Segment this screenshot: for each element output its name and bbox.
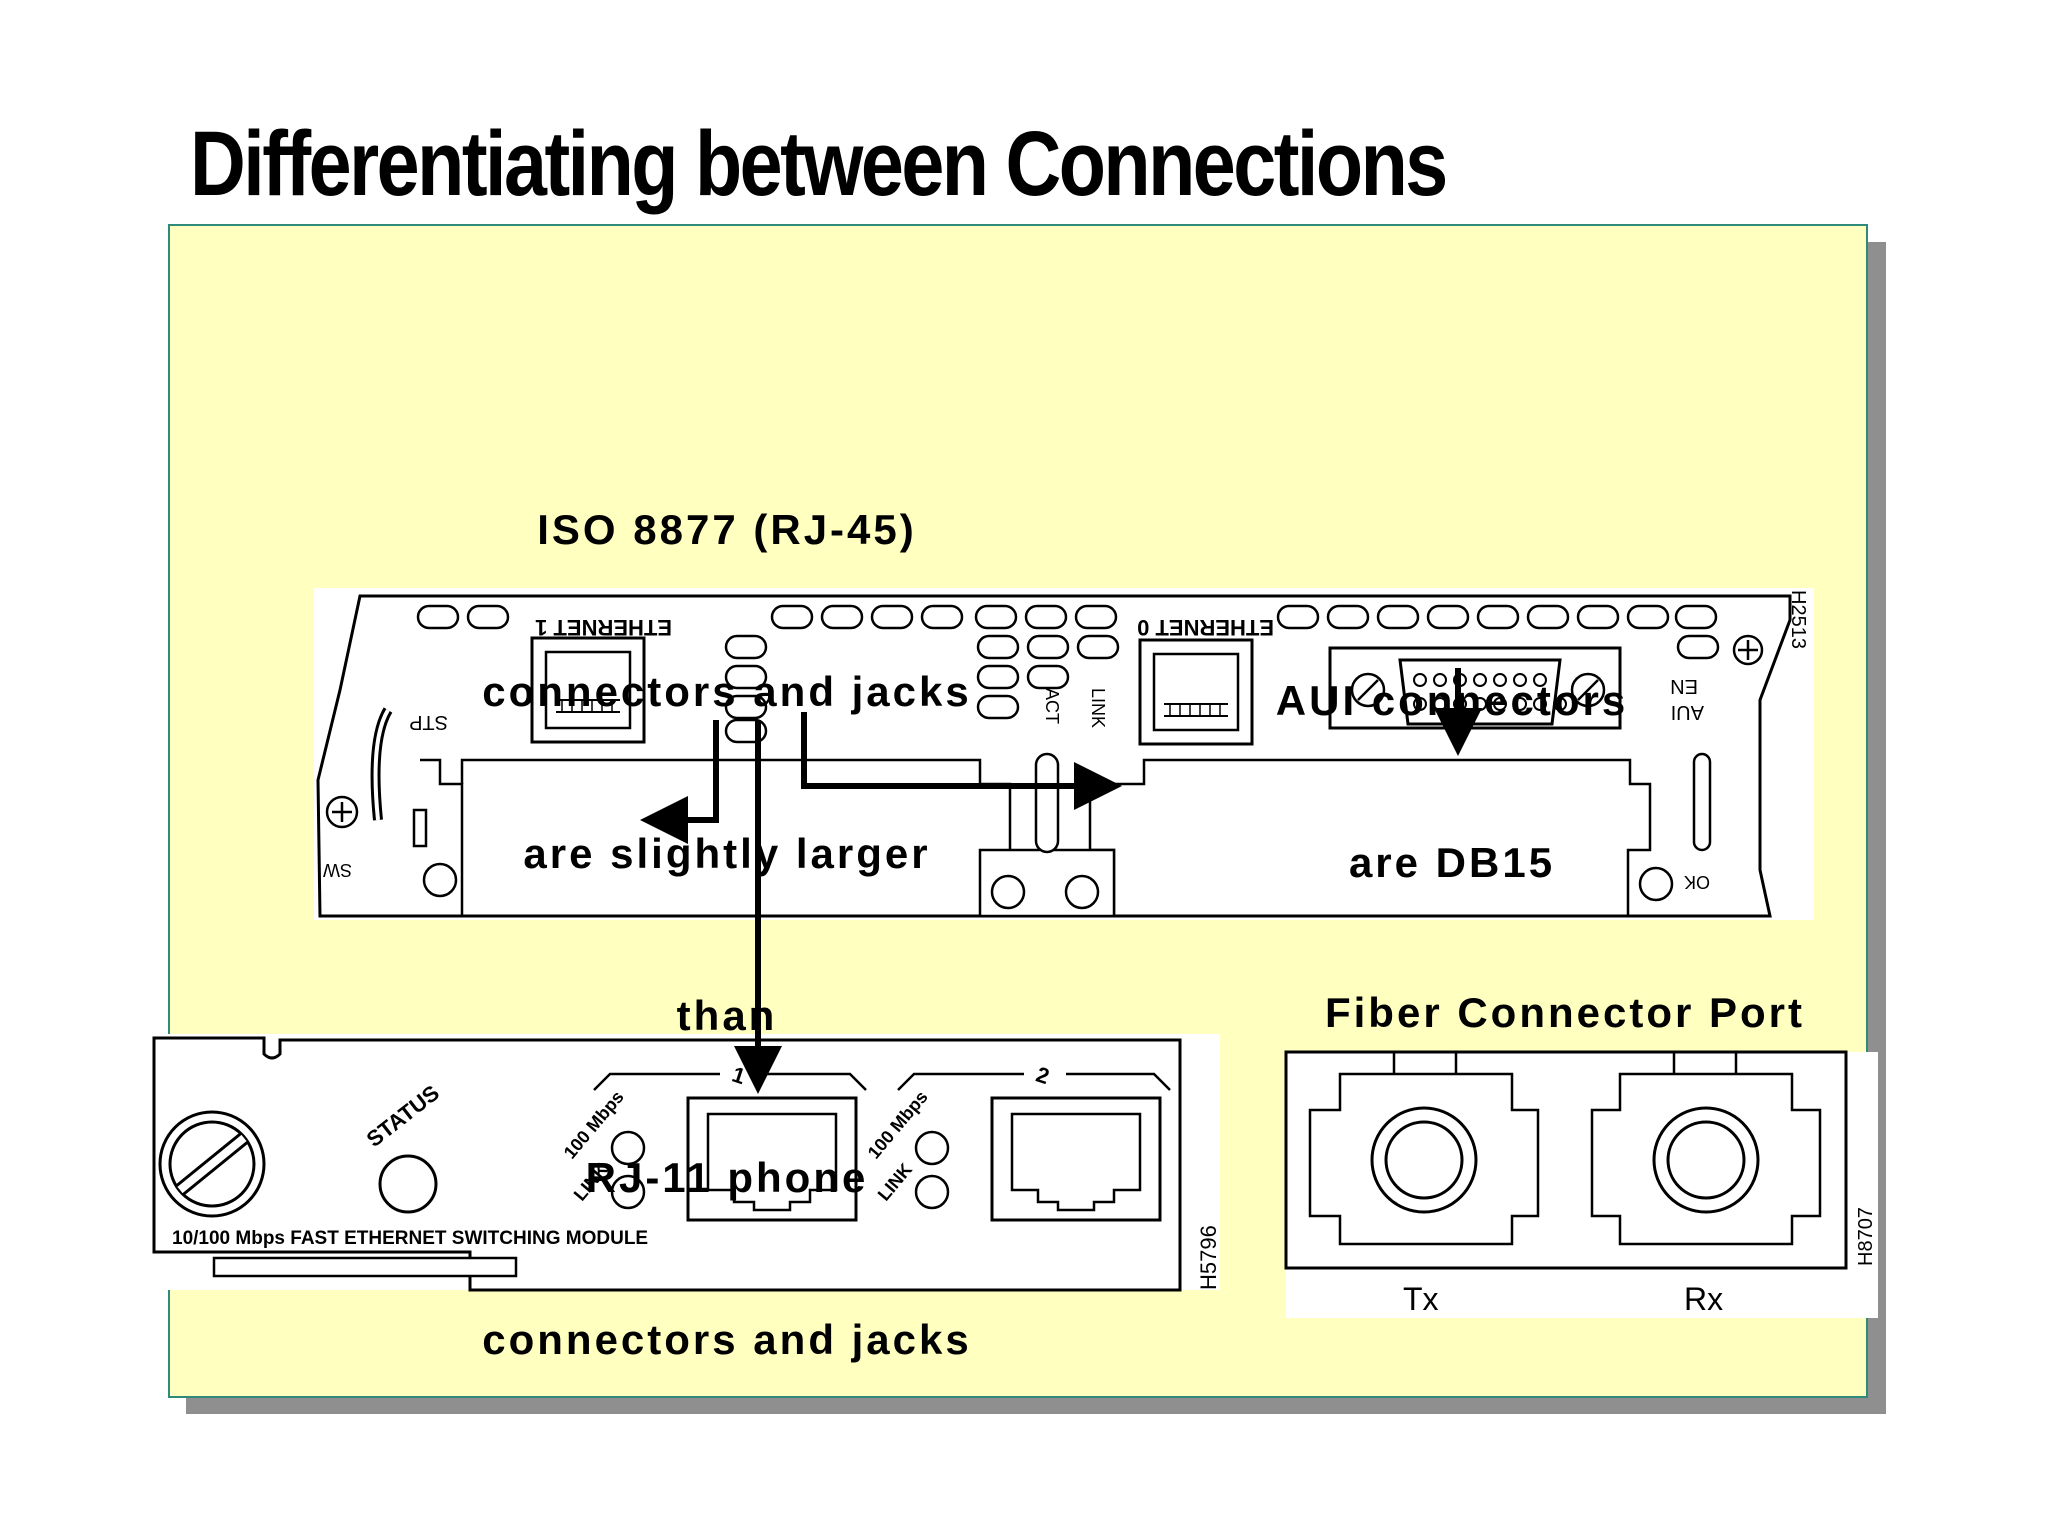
rj45-callout-line: RJ-11 phone <box>585 1154 869 1201</box>
ethernet0-label: ETHERNET 0 <box>1137 615 1274 640</box>
fiber-callout: Fiber Connector Port <box>1324 989 1806 1036</box>
module-caption: 10/100 Mbps FAST ETHERNET SWITCHING MODU… <box>172 1228 648 1249</box>
module-figure-id: H5796 <box>1196 1225 1221 1290</box>
rj45-callout-line: connectors and jacks <box>482 1316 972 1363</box>
rj45-callout-line: connectors and jacks <box>482 668 972 715</box>
stp-label: STP <box>409 711 448 733</box>
tx-label: Tx <box>1403 1281 1439 1317</box>
ok-label: OK <box>1684 872 1710 892</box>
switching-module: STATUS 1 100 Mbps LINK 2 100 Mbps LINK 1… <box>152 1034 1221 1292</box>
fiber-figure-id: H8707 <box>1855 1207 1877 1266</box>
rx-label: Rx <box>1684 1281 1723 1317</box>
callout-arrows <box>640 668 1482 1094</box>
arrow-to-ethernet1 <box>640 720 719 844</box>
rj45-callout-line: than <box>676 992 778 1039</box>
sw-label: SW <box>323 860 352 880</box>
aui-callout: AUI connectors are DB15 <box>1262 566 1642 944</box>
rj45-callout: ISO 8877 (RJ-45) connectors and jacks ar… <box>470 395 984 1421</box>
en-label: EN <box>1670 675 1698 697</box>
rj45-callout-line: are slightly larger <box>523 830 931 877</box>
ethernet1-label: ETHERNET 1 <box>535 615 672 640</box>
arrow-to-ethernet0 <box>801 712 1122 810</box>
aui-callout-line: are DB15 <box>1348 839 1556 886</box>
fiber-port: Tx Rx H8707 <box>1284 1050 1878 1318</box>
aui-label: AUI <box>1671 701 1704 723</box>
aui-callout-line: AUI connectors <box>1275 677 1629 724</box>
router-figure-id: H2513 <box>1787 590 1809 649</box>
link-label: LINK <box>1088 688 1108 728</box>
rj45-callout-line: ISO 8877 (RJ-45) <box>537 506 917 553</box>
act-label: ACT <box>1042 688 1062 724</box>
page-title: Differentiating between Connections <box>190 113 1448 215</box>
